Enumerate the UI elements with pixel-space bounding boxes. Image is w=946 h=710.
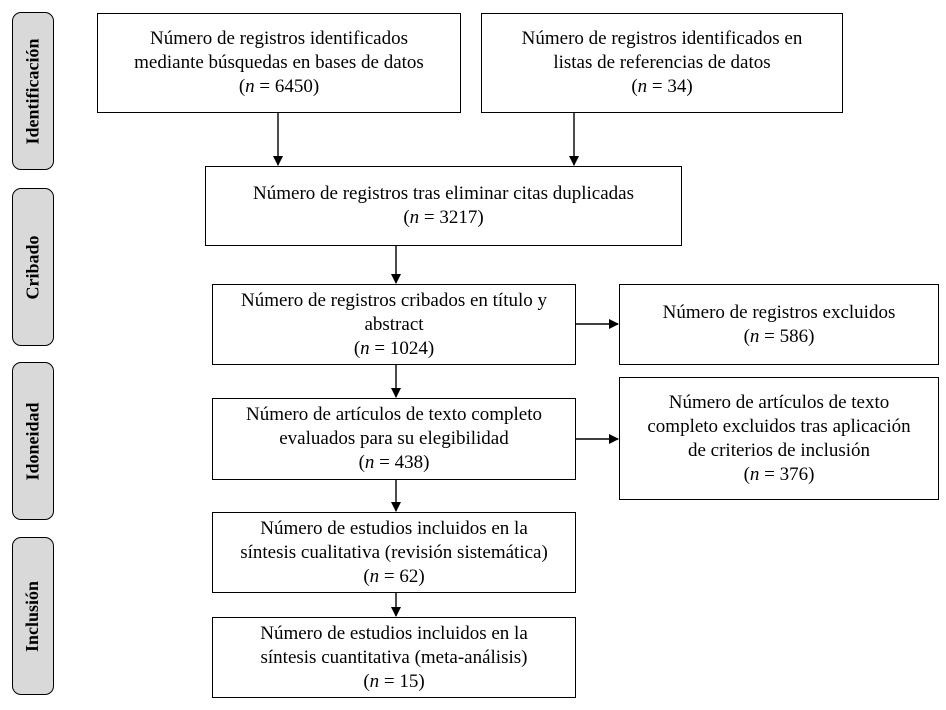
box-reference-lists-count: (n = 34) [631,76,693,97]
box-deduplicated: Número de registros tras eliminar citas … [205,166,682,246]
phase-cribado: Cribado [12,188,54,346]
box-qualitative-count: (n = 62) [363,565,425,587]
phase-idoneidad: Idoneidad [12,362,54,520]
box-qualitative: Número de estudios incluidos en la sínte… [212,512,576,593]
phase-identificacion: Identificación [12,12,54,170]
box-excluded-line-1: Número de registros excluidos [662,301,896,323]
box-databases: Número de registros identificados median… [97,13,461,113]
box-quantitative: Número de estudios incluidos en la sínte… [212,617,576,698]
phase-inclusion: Inclusión [12,537,54,695]
box-fulltext-excluded-line-3: de criterios de inclusión [687,439,871,461]
box-qualitative-line-2: síntesis cualitativa (revisión sistemáti… [240,541,548,563]
box-fulltext-assessed-line-2: evaluados para su elegibilidad [279,428,509,449]
box-qualitative-line-1: Número de estudios incluidos en la [260,517,528,539]
box-quantitative-count: (n = 15) [363,670,425,692]
box-quantitative-line-1: Número de estudios incluidos en la [260,622,528,644]
box-fulltext-excluded-count: (n = 376) [743,463,815,485]
box-quantitative-line-2: síntesis cuantitativa (meta-análisis) [260,646,528,668]
box-fulltext-excluded-line-2: completo excluidos tras aplicación [647,415,911,437]
box-fulltext-assessed-line-1: Número de artículos de texto completo [246,404,542,425]
box-screened-line-2: abstract [364,313,424,335]
box-fulltext-excluded-line-1: Número de artículos de texto [668,391,890,413]
box-fulltext-assessed: Número de artículos de texto completo ev… [212,398,576,480]
box-fulltext-excluded: Número de artículos de texto completo ex… [619,377,939,500]
box-deduplicated-count: (n = 3217) [403,207,484,228]
box-reference-lists-line-2: listas de referencias de datos [553,52,771,73]
box-screened-line-1: Número de registros cribados en título y [240,289,548,311]
box-databases-count: (n = 6450) [238,76,320,97]
box-screened-count: (n = 1024) [353,337,435,359]
box-excluded: Número de registros excluidos (n = 586) [619,284,939,365]
box-excluded-count: (n = 586) [743,325,815,347]
box-fulltext-assessed-count: (n = 438) [358,452,430,473]
box-screened: Número de registros cribados en título y… [212,284,576,365]
box-deduplicated-line-1: Número de registros tras eliminar citas … [253,183,634,204]
box-databases-line-1: Número de registros identificados [149,28,408,49]
box-reference-lists-line-1: Número de registros identificados en [521,28,803,49]
box-reference-lists: Número de registros identificados en lis… [481,13,843,113]
box-databases-line-2: mediante búsquedas en bases de datos [134,52,424,73]
